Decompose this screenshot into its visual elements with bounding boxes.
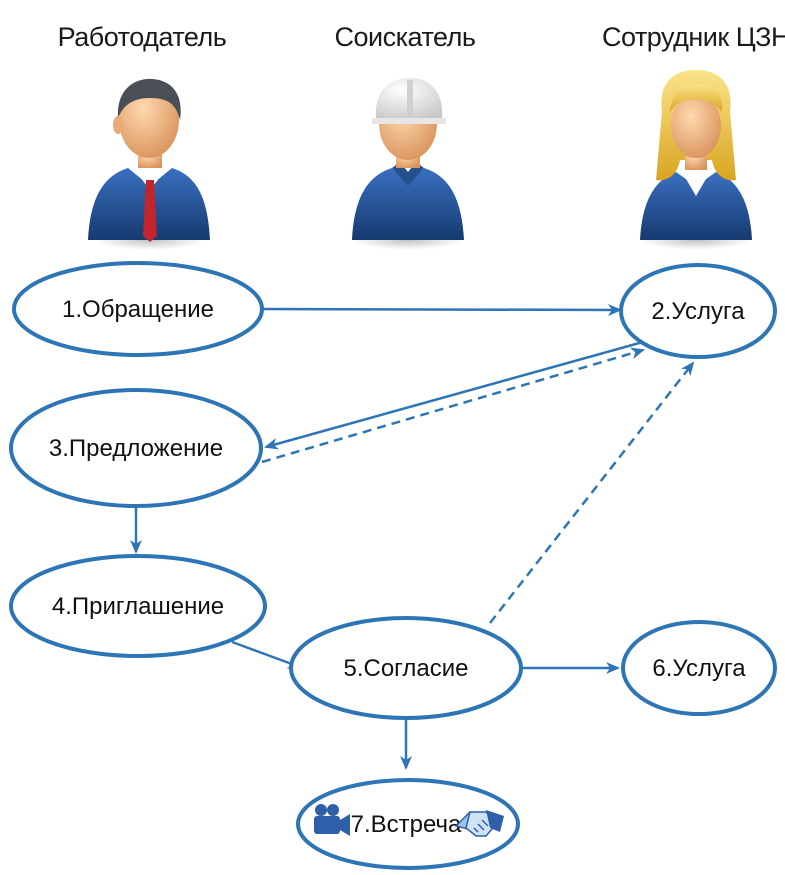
- node-5: 5.Согласие: [289, 616, 523, 720]
- role-label-czn-employee: Сотрудник ЦЗН: [602, 22, 785, 52]
- node-4: 4.Приглашение: [9, 554, 267, 658]
- video-camera-icon: [314, 804, 350, 836]
- node-6: 6.Услуга: [621, 620, 777, 716]
- node-6-label: 6.Услуга: [652, 655, 746, 682]
- node-3: 3.Предложение: [9, 388, 263, 508]
- node-5-label: 5.Согласие: [343, 655, 468, 682]
- czn-employee-avatar-icon: [640, 70, 752, 250]
- node-7-label: 7.Встреча: [351, 811, 462, 838]
- node-3-label: 3.Предложение: [49, 435, 223, 462]
- node-7: 7.Встреча: [296, 778, 520, 870]
- edge-1-to-2: [261, 303, 622, 316]
- role-label-applicant: Соискатель: [334, 22, 476, 52]
- role-label-employer: Работодатель: [57, 22, 227, 52]
- node-2: 2.Услуга: [619, 263, 777, 359]
- edges: [130, 303, 695, 770]
- edge-3-to-2-dashed: [261, 347, 645, 464]
- employer-avatar-icon: [88, 78, 210, 250]
- node-2-label: 2.Услуга: [651, 298, 745, 325]
- edge-4-to-5: [231, 640, 302, 669]
- handshake-icon: [454, 810, 504, 837]
- edge-5-to-2-dashed: [489, 361, 695, 624]
- edge-2-to-3: [264, 340, 644, 450]
- applicant-avatar-icon: [352, 78, 464, 250]
- node-1: 1.Обращение: [12, 261, 264, 357]
- node-1-label: 1.Обращение: [62, 296, 214, 323]
- node-4-label: 4.Приглашение: [52, 593, 224, 620]
